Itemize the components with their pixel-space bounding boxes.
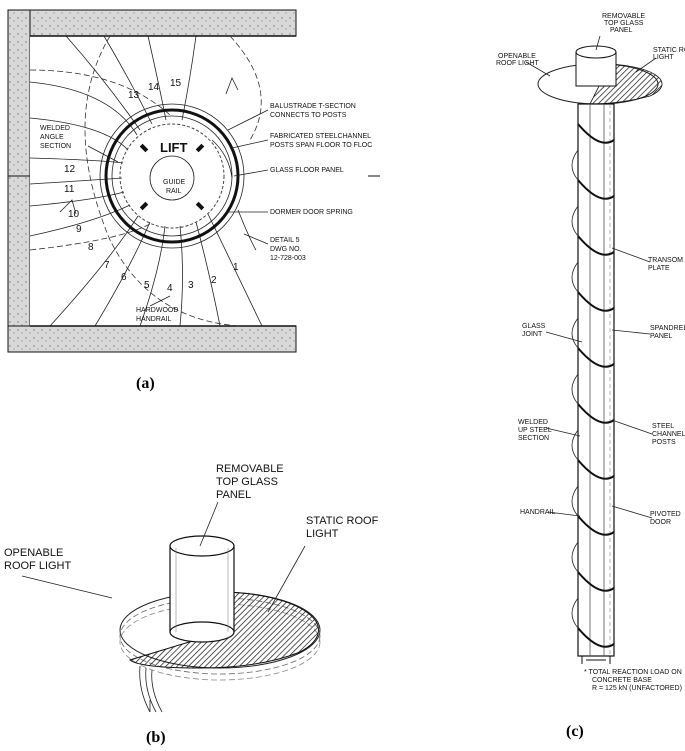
step-number: 4 (167, 283, 173, 294)
channel-posts (139, 143, 205, 211)
stair-stringers (29, 35, 262, 327)
step-number: 5 (144, 280, 150, 291)
c-handrail-label: HANDRAIL (520, 509, 556, 516)
lift-label: LIFT (160, 140, 187, 155)
step-number: 8 (88, 242, 94, 253)
leader-static (267, 545, 306, 613)
c-glass-arcs (571, 149, 579, 629)
outer-balustrade (99, 103, 245, 249)
direction-arrow-icon (225, 77, 239, 95)
leader-openable (21, 575, 113, 599)
step-number: 14 (148, 82, 160, 93)
caption-a: (a) (136, 375, 155, 392)
leader-removable (199, 501, 219, 547)
glass-cylinder (169, 545, 235, 633)
step-number: 12 (64, 164, 76, 175)
wall-left (7, 9, 31, 353)
leader-lines (87, 109, 269, 307)
step-number: 9 (76, 224, 82, 235)
dormer-door-label: DORMER DOOR SPRING (270, 209, 353, 216)
step-number: 11 (64, 184, 75, 195)
c-helical-handrail (577, 123, 615, 648)
step-numbers: 1 2 3 4 5 6 7 8 9 10 11 12 13 14 15 (64, 78, 239, 294)
step-number: 7 (104, 260, 110, 271)
step-number: 6 (121, 272, 127, 283)
cylinder-top (169, 535, 235, 557)
step-number: 15 (170, 78, 182, 89)
glass-floor-label: GLASS FLOOR PANEL (270, 167, 344, 174)
up-arrow-icon (59, 199, 77, 215)
door-arcs (211, 139, 257, 251)
wall-bottom (7, 325, 297, 353)
step-number: 1 (233, 262, 239, 273)
guide-rail-circle (149, 155, 195, 201)
lift-shaft-ring (104, 108, 240, 244)
step-number: 13 (128, 90, 140, 101)
lift-car (119, 123, 225, 229)
step-number: 10 (68, 209, 80, 220)
step-number: 2 (211, 275, 217, 286)
caption-b: (b) (146, 729, 166, 746)
wall-top (7, 9, 297, 37)
c-static-label: STATIC ROLIGHT (653, 47, 685, 61)
step-number: 3 (188, 280, 194, 291)
c-leader-lines (525, 35, 657, 519)
caption-c: (c) (566, 723, 584, 740)
